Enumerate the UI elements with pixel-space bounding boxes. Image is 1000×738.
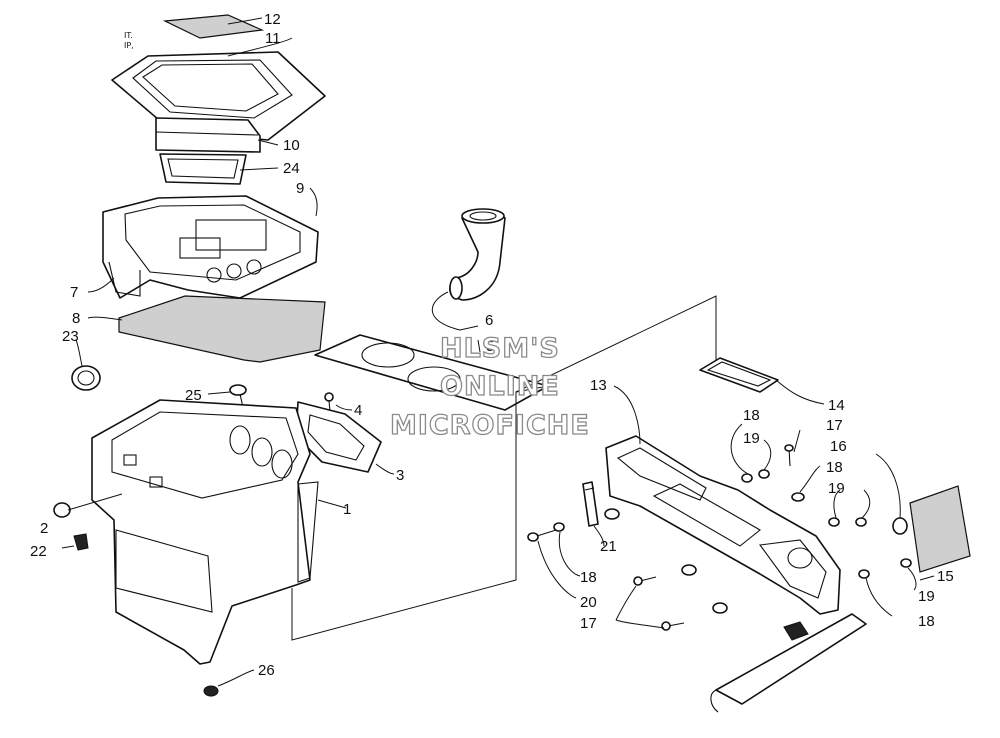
callout-1: 1 bbox=[343, 501, 351, 518]
callout-numbers: 12 11 10 24 9 7 8 23 6 5 25 4 3 1 2 22 2… bbox=[30, 11, 954, 679]
callout-5: 5 bbox=[486, 338, 494, 355]
part-21-strap bbox=[582, 481, 599, 527]
part-22-grommet bbox=[73, 533, 89, 551]
watermark: HLSM'S ONLINE MICROFICHE bbox=[389, 332, 590, 441]
watermark-line-1: HLSM'S bbox=[440, 333, 560, 364]
callout-14: 14 bbox=[828, 397, 845, 414]
small-mark-it: IT. bbox=[124, 31, 133, 40]
part-24-plate bbox=[159, 153, 247, 185]
callout-12: 12 bbox=[264, 11, 281, 28]
hardware-washers bbox=[553, 469, 912, 614]
part-12-screen bbox=[162, 14, 265, 39]
part-15-foam-pad bbox=[909, 485, 971, 573]
callout-2: 2 bbox=[40, 520, 48, 537]
part-16-plug bbox=[892, 517, 908, 535]
callout-11: 11 bbox=[265, 30, 281, 47]
hardware-bolts bbox=[633, 444, 794, 631]
callout-3: 3 bbox=[396, 467, 404, 484]
callout-18-b: 18 bbox=[826, 459, 843, 476]
part-8-filter-pad bbox=[118, 295, 326, 363]
part-2-plug bbox=[53, 502, 71, 518]
callout-18-d: 18 bbox=[918, 613, 935, 630]
part-1-housing bbox=[91, 399, 319, 665]
callout-19-a: 19 bbox=[743, 430, 760, 447]
part-3-gasket bbox=[295, 401, 382, 473]
watermark-line-2: ONLINE bbox=[440, 371, 560, 402]
callout-24: 24 bbox=[283, 160, 300, 177]
watermark-line-3: MICROFICHE bbox=[390, 410, 590, 441]
part-23-clamp bbox=[71, 365, 101, 391]
callout-15: 15 bbox=[937, 568, 954, 585]
callout-8: 8 bbox=[72, 310, 80, 327]
callout-9: 9 bbox=[296, 180, 304, 197]
callout-10: 10 bbox=[283, 137, 300, 154]
callout-18-c: 18 bbox=[580, 569, 597, 586]
part-10-foam bbox=[155, 117, 261, 153]
callout-17-a: 17 bbox=[826, 417, 843, 434]
part-7-silencer-base bbox=[102, 195, 319, 299]
callout-21: 21 bbox=[600, 538, 617, 555]
callout-18-a: 18 bbox=[743, 407, 760, 424]
callout-25: 25 bbox=[185, 387, 202, 404]
callout-22: 22 bbox=[30, 543, 47, 560]
part-13-intake-body bbox=[605, 435, 841, 615]
small-mark-ip: IP, bbox=[124, 41, 134, 50]
callout-7: 7 bbox=[70, 284, 78, 301]
assembly-lines bbox=[291, 295, 717, 641]
callout-4: 4 bbox=[354, 402, 362, 419]
part-20-bolt bbox=[527, 529, 557, 542]
callout-6: 6 bbox=[485, 312, 493, 329]
callout-13: 13 bbox=[590, 377, 607, 394]
callout-19-c: 19 bbox=[918, 588, 935, 605]
leader-lines bbox=[61, 17, 935, 687]
part-lower-rail bbox=[710, 613, 867, 713]
callout-16: 16 bbox=[830, 438, 847, 455]
callout-26: 26 bbox=[258, 662, 275, 679]
callout-23: 23 bbox=[62, 328, 79, 345]
part-14-gasket bbox=[699, 357, 779, 393]
part-6-elbow bbox=[449, 208, 506, 301]
callout-17-b: 17 bbox=[580, 615, 597, 632]
part-26-foot bbox=[203, 685, 219, 697]
callout-20: 20 bbox=[580, 594, 597, 611]
callout-19-b: 19 bbox=[828, 480, 845, 497]
